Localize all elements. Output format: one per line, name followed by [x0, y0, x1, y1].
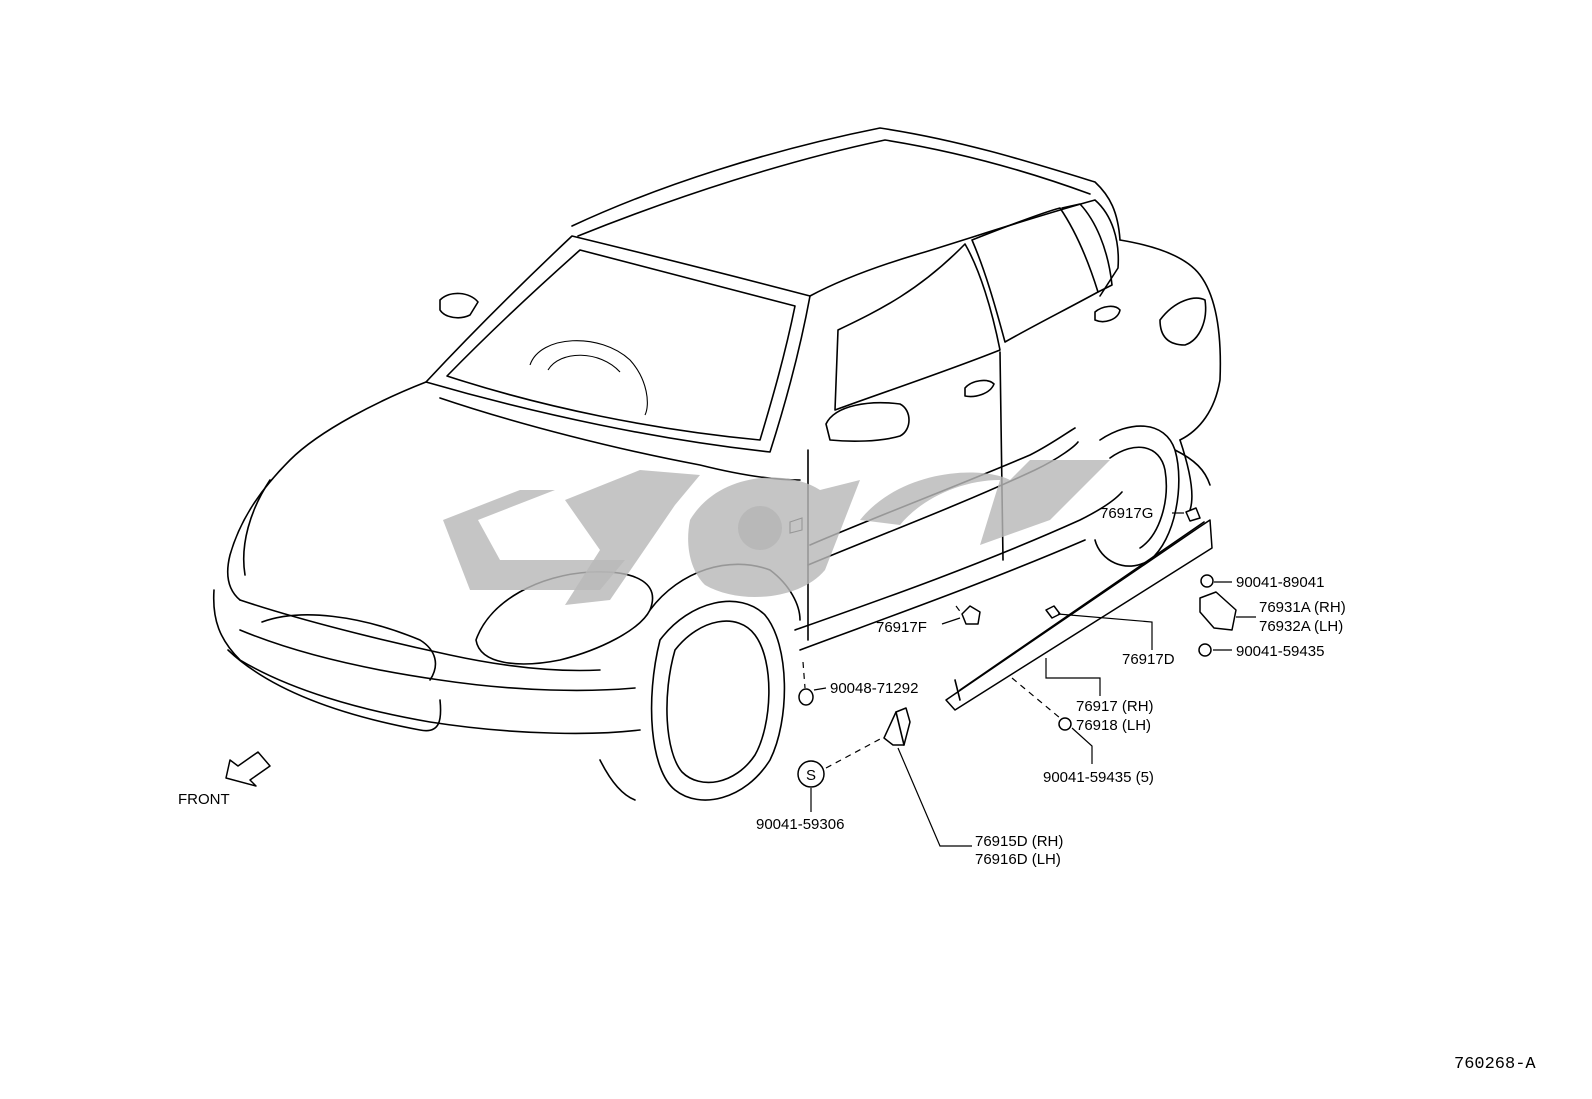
bracket-76931a: [1199, 591, 1237, 631]
label-76918-lh: 76918 (LH): [1076, 717, 1151, 734]
screw-90041-59435: [1198, 643, 1212, 657]
label-90048-71292: 90048-71292: [830, 680, 918, 697]
label-76917f: 76917F: [876, 619, 927, 636]
screw-symbol: S: [806, 767, 816, 784]
logo-watermark: [443, 460, 1110, 605]
label-76917-rh: 76917 (RH): [1076, 698, 1154, 715]
screw-s-icon: S: [797, 737, 883, 788]
clip-76917f: [955, 605, 981, 625]
label-90041-59306: 90041-59306: [756, 816, 844, 833]
nut-90041-89041: [1200, 574, 1214, 588]
label-76917g: 76917G: [1100, 505, 1153, 522]
label-90041-59435-5: 90041-59435 (5): [1043, 769, 1154, 786]
arrow-front-left-icon: [225, 751, 271, 787]
label-76931a-rh: 76931A (RH): [1259, 599, 1346, 616]
clip-76917g: [1185, 507, 1201, 522]
part-labels: 76917G 90041-89041 76931A (RH) 76932A (L…: [178, 505, 1536, 1074]
clip-76917d: [1045, 605, 1061, 619]
diagram-reference: 760268-A: [1454, 1055, 1536, 1074]
grommet-90048-71292: [798, 661, 814, 706]
label-76917d: 76917D: [1122, 651, 1175, 668]
front-label: FRONT: [178, 791, 230, 808]
rocker-molding: [945, 519, 1213, 711]
label-76932a-lh: 76932A (LH): [1259, 618, 1343, 635]
leader-lines: [810, 512, 1256, 847]
mudguard-76915d: [883, 707, 911, 746]
label-90041-89041: 90041-89041: [1236, 574, 1324, 591]
screw-90041-59435-5: [1011, 677, 1072, 731]
label-76915d-rh: 76915D (RH): [975, 833, 1063, 850]
label-90041-59435: 90041-59435: [1236, 643, 1324, 660]
label-76916d-lh: 76916D (LH): [975, 851, 1061, 868]
